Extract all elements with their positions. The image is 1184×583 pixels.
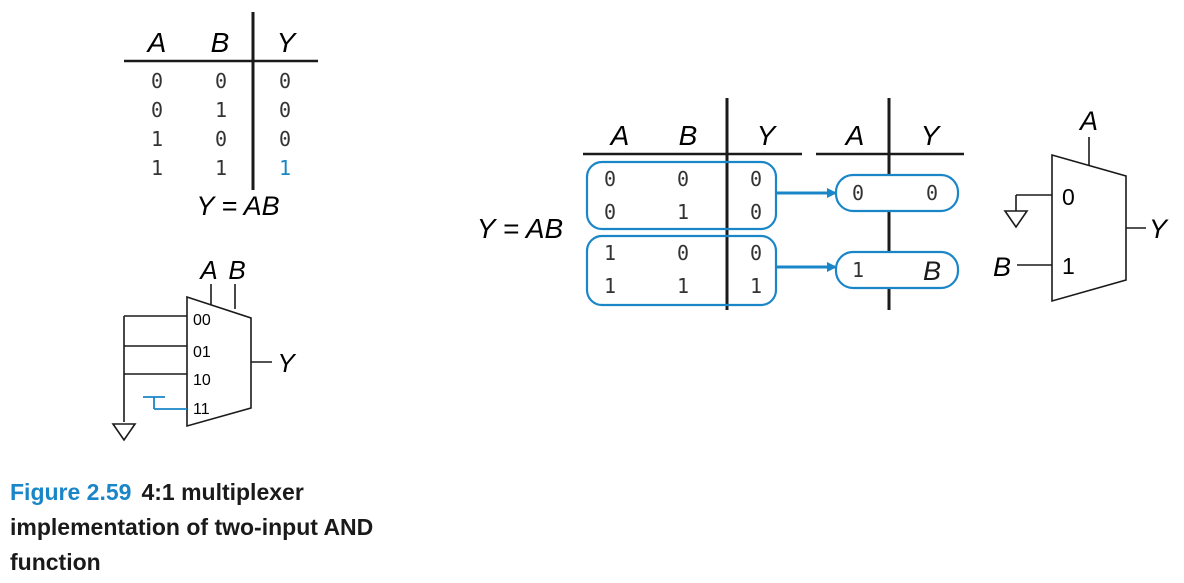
ground-symbol-icon xyxy=(111,423,137,442)
mux-output-label: Y xyxy=(277,348,296,378)
reduced-row-outline xyxy=(834,250,960,290)
right-mux: A 0 1 B Y xyxy=(993,106,1169,303)
figure-caption: Figure 2.59 4:1 multiplexer implementatio… xyxy=(10,479,373,575)
mux2-select-label: A xyxy=(1078,106,1098,136)
left-truth-table: A B Y 0 0 0 0 1 0 1 0 0 1 1 1 Y = AB xyxy=(124,12,318,221)
mux-input-label: 01 xyxy=(193,344,211,361)
mux-select-b-label: B xyxy=(228,255,245,285)
left-table-cell: 0 xyxy=(151,98,163,122)
left-table-header-y: Y xyxy=(277,27,298,58)
reduced-table-header-y: Y xyxy=(921,120,942,151)
mux2-in-b-label: B xyxy=(993,252,1011,282)
right-table-cell: 1 xyxy=(750,274,762,298)
left-table-header-b: B xyxy=(211,27,230,58)
reduced-table-cell: 0 xyxy=(852,181,864,205)
left-table-cell: 0 xyxy=(215,127,227,151)
mux2-output-label: Y xyxy=(1149,214,1169,244)
caption-line-3: function xyxy=(10,549,101,575)
mux-input-label: 11 xyxy=(193,401,210,418)
right-table-cell: 0 xyxy=(604,200,616,224)
left-mux: A B 00 01 10 11 Y xyxy=(111,255,296,442)
reduced-row-outline xyxy=(834,173,960,213)
right-table-cell: 1 xyxy=(677,200,689,224)
ground-symbol-icon xyxy=(1003,210,1029,229)
right-table-header-y: Y xyxy=(757,120,778,151)
right-table-cell: 0 xyxy=(604,167,616,191)
reduced-table-cell: 1 xyxy=(852,258,864,282)
mux2-input-0-label: 0 xyxy=(1062,184,1075,210)
left-table-cell: 0 xyxy=(279,69,291,93)
left-table-cell: 0 xyxy=(215,69,227,93)
right-table-cell: 0 xyxy=(750,200,762,224)
right-equation: Y = AB xyxy=(477,213,563,244)
left-table-header-a: A xyxy=(146,27,167,58)
left-table-cell: 1 xyxy=(151,127,163,151)
right-table-header-a: A xyxy=(609,120,630,151)
group-outline-a1 xyxy=(585,234,778,307)
reduced-table-header-a: A xyxy=(844,120,865,151)
reduced-table-cell: B xyxy=(923,256,941,286)
left-table-cell: 1 xyxy=(151,156,163,180)
right-table-cell: 0 xyxy=(750,167,762,191)
right-table-header-b: B xyxy=(679,120,698,151)
right-table-cell: 0 xyxy=(677,241,689,265)
reduced-table-cell: 0 xyxy=(926,181,938,205)
left-table-highlight-cell: 1 xyxy=(279,156,291,180)
group-outline-a0 xyxy=(585,160,778,231)
left-equation: Y = AB xyxy=(196,191,279,221)
caption-text-1: 4:1 multiplexer xyxy=(141,479,303,505)
caption-number: Figure 2.59 xyxy=(10,479,131,505)
left-table-cell: 0 xyxy=(279,127,291,151)
mux-input-label: 10 xyxy=(193,372,211,389)
right-table-cell: 0 xyxy=(677,167,689,191)
right-table-cell: 0 xyxy=(750,241,762,265)
right-table-cell: 1 xyxy=(604,274,616,298)
mux-input-label: 00 xyxy=(193,312,211,329)
mux-4to1-body xyxy=(186,295,252,428)
left-table-cell: 0 xyxy=(279,98,291,122)
mux2-input-1-label: 1 xyxy=(1062,253,1075,279)
right-table-cell: 1 xyxy=(604,241,616,265)
mux-2to1-body xyxy=(1051,153,1127,303)
left-table-cell: 1 xyxy=(215,156,227,180)
right-table-cell: 1 xyxy=(677,274,689,298)
caption-line-2: implementation of two-input AND xyxy=(10,514,373,540)
left-table-cell: 0 xyxy=(151,69,163,93)
left-table-cell: 1 xyxy=(215,98,227,122)
right-truth-table: Y = AB A B Y 0 0 0 0 1 0 1 0 0 1 1 1 A Y… xyxy=(477,98,964,310)
caption-line-1: Figure 2.59 4:1 multiplexer xyxy=(10,479,304,505)
mux-select-a-label: A xyxy=(198,255,217,285)
